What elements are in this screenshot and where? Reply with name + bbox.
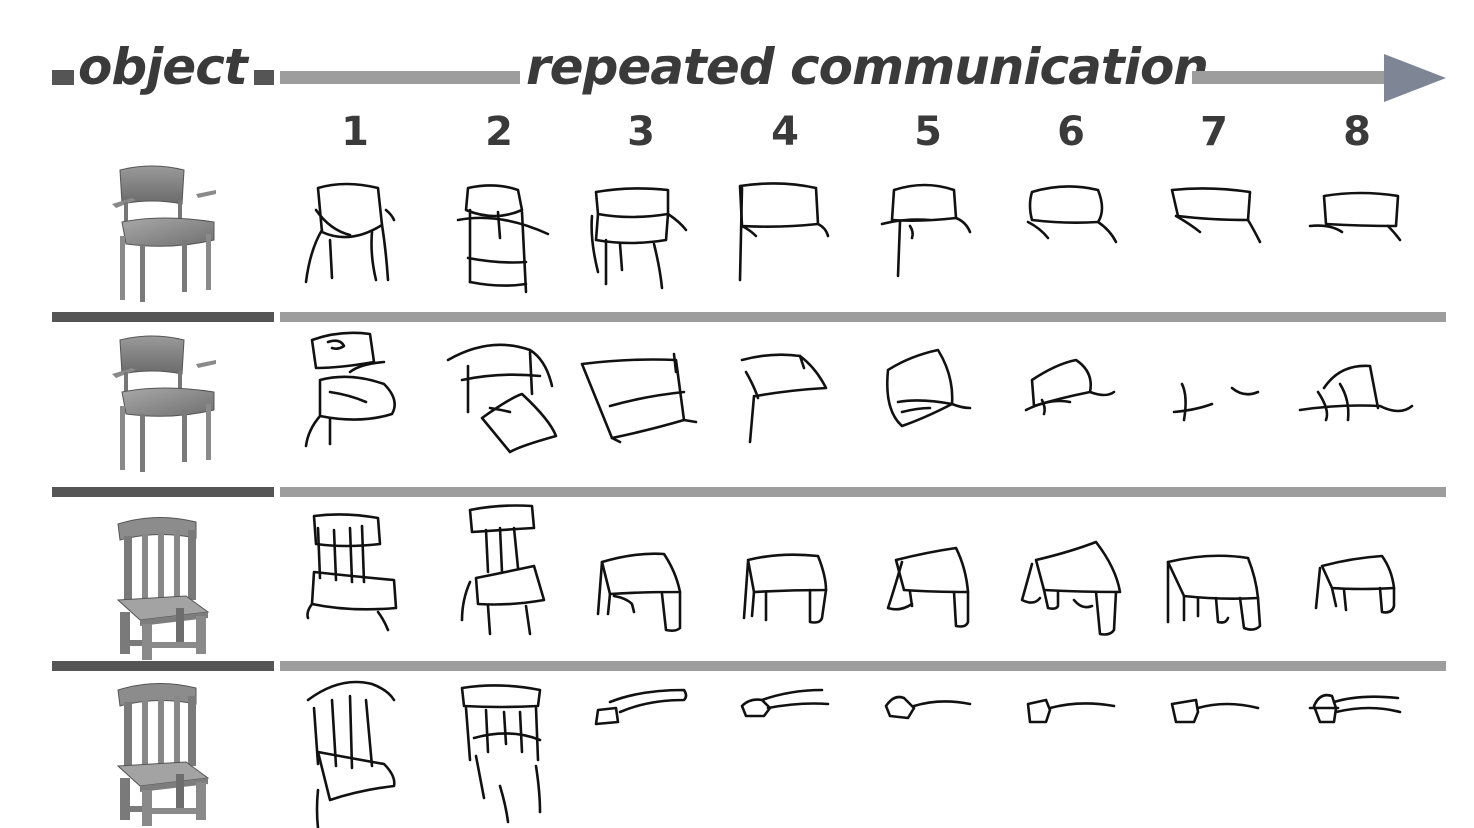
sketch-r4-c8	[1308, 693, 1402, 724]
sketch-r2-c8	[1298, 364, 1414, 422]
object-header-marker	[52, 70, 74, 85]
column-number: 4	[771, 109, 799, 155]
row-divider-sketches	[280, 661, 1446, 671]
sketch-r1-c6	[1026, 185, 1118, 244]
row-divider-object	[52, 312, 274, 322]
sketch-r1-c2	[456, 184, 550, 294]
column-number: 2	[485, 109, 513, 155]
row-divider-sketches	[280, 312, 1446, 322]
sketch-r4-c2	[460, 684, 542, 824]
spindle-chair-image	[117, 682, 209, 827]
page-title: repeated communication	[526, 38, 1209, 96]
sketch-r2-c3	[580, 352, 698, 444]
sketch-r2-c7	[1172, 382, 1260, 422]
sketch-r4-c4	[740, 688, 830, 718]
arrow-shaft-right	[1192, 71, 1392, 84]
sketch-r3-c3	[596, 552, 682, 632]
sketch-r1-c4	[738, 182, 830, 282]
column-number: 6	[1057, 109, 1085, 155]
sketch-r3-c7	[1166, 554, 1262, 631]
sketch-r1-c3	[590, 187, 688, 290]
row2-sketches	[304, 331, 1414, 454]
sketch-r2-c2	[446, 343, 558, 454]
sketch-r4-c5	[884, 695, 972, 720]
sketch-r3-c4	[742, 553, 828, 624]
sketch-r3-c5	[886, 546, 970, 628]
sketch-r1-c7	[1170, 187, 1262, 244]
spindle-chair-image	[117, 516, 209, 661]
sketch-r2-c5	[886, 348, 972, 428]
column-number: 8	[1343, 109, 1371, 155]
sketch-r4-c6	[1026, 698, 1116, 724]
row3-sketches	[306, 504, 1396, 636]
sketch-r2-c6	[1024, 358, 1116, 416]
sketch-r3-c6	[1020, 540, 1122, 636]
header-divider-marker	[254, 70, 274, 85]
sketch-r1-c5	[880, 183, 972, 278]
sketch-r3-c8	[1314, 554, 1396, 614]
object-header-label: object	[78, 38, 248, 96]
column-number: 1	[341, 109, 369, 155]
row1-sketches	[304, 182, 1402, 294]
row-divider-sketches	[280, 487, 1446, 497]
sketch-r4-c7	[1170, 698, 1260, 724]
armchair-image	[111, 165, 217, 303]
arrow-shaft-left	[280, 71, 520, 84]
column-number: 7	[1200, 109, 1228, 155]
sketch-r3-c1	[306, 513, 398, 632]
column-number: 5	[914, 109, 942, 155]
sketch-r2-c1	[304, 331, 396, 448]
row-divider-object	[52, 661, 274, 671]
sketch-r1-c1	[304, 182, 396, 284]
sketch-r3-c2	[460, 504, 546, 636]
column-number: 3	[627, 109, 655, 155]
sketch-r4-c3	[594, 688, 688, 726]
sketch-r2-c4	[740, 353, 828, 444]
row-divider-object	[52, 487, 274, 497]
row4-sketches	[306, 680, 1402, 828]
sketch-r4-c1	[306, 680, 396, 828]
armchair-image	[111, 335, 217, 473]
sketch-r1-c8	[1308, 191, 1402, 242]
